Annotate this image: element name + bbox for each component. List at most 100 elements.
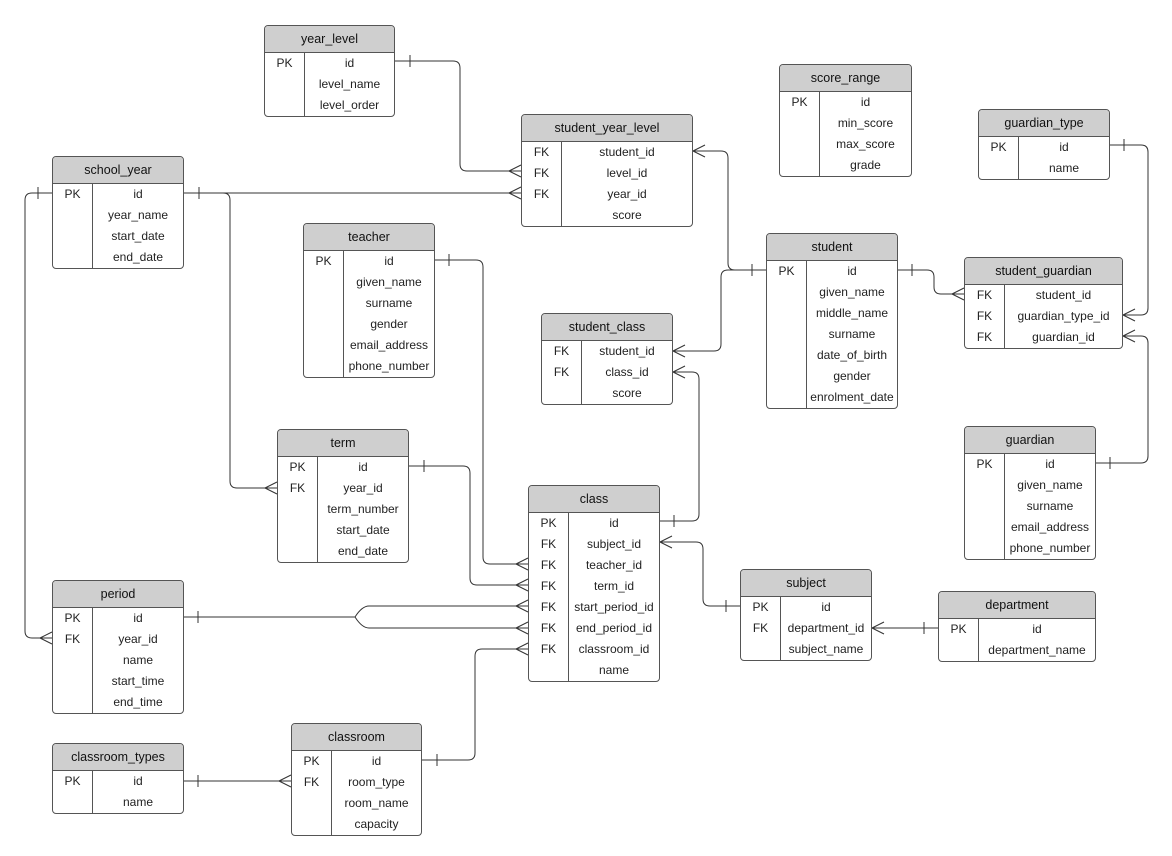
field-row[interactable]: name — [529, 660, 659, 681]
field-row[interactable]: surname — [304, 293, 434, 314]
key-column-divider — [741, 597, 781, 660]
field-name: score — [612, 386, 642, 400]
field-row[interactable]: phone_number — [965, 538, 1095, 559]
field-row[interactable]: surname — [965, 496, 1095, 517]
field-row[interactable]: max_score — [780, 134, 911, 155]
field-row[interactable]: capacity — [292, 814, 421, 835]
field-row[interactable]: grade — [780, 155, 911, 176]
field-row[interactable]: min_score — [780, 113, 911, 134]
field-row[interactable]: phone_number — [304, 356, 434, 377]
field-name: end_period_id — [575, 621, 653, 635]
field-row[interactable]: level_order — [265, 95, 394, 116]
field-row[interactable]: given_name — [965, 475, 1095, 496]
field-row[interactable]: name — [979, 158, 1109, 179]
field-row[interactable]: end_time — [53, 692, 183, 713]
field-key-badge: FK — [553, 344, 570, 358]
field-row[interactable]: level_name — [265, 74, 394, 95]
field-row[interactable]: date_of_birth — [767, 345, 897, 366]
field-row[interactable]: subject_name — [741, 639, 871, 660]
field-row[interactable]: start_date — [278, 520, 408, 541]
field-key-badge: FK — [752, 621, 769, 635]
field-row[interactable]: email_address — [304, 335, 434, 356]
field-row[interactable]: middle_name — [767, 303, 897, 324]
field-name: name — [122, 653, 154, 667]
field-name: name — [598, 663, 630, 677]
field-row[interactable]: name — [53, 650, 183, 671]
field-row[interactable]: surname — [767, 324, 897, 345]
field-name: student_id — [1035, 288, 1092, 302]
field-row[interactable]: gender — [767, 366, 897, 387]
field-row[interactable]: department_name — [939, 640, 1095, 661]
field-row[interactable]: year_name — [53, 205, 183, 226]
field-row[interactable]: start_time — [53, 671, 183, 692]
field-row[interactable]: room_name — [292, 793, 421, 814]
field-row[interactable]: email_address — [965, 517, 1095, 538]
field-row[interactable]: given_name — [767, 282, 897, 303]
field-row[interactable]: score — [542, 383, 672, 404]
entity-title: student — [767, 234, 897, 261]
relation-term-to-class — [409, 460, 529, 592]
field-row[interactable]: name — [53, 792, 183, 813]
field-row[interactable]: start_date — [53, 226, 183, 247]
field-row[interactable]: gender — [304, 314, 434, 335]
field-row[interactable]: end_date — [278, 541, 408, 562]
field-row[interactable]: given_name — [304, 272, 434, 293]
field-name: id — [609, 516, 619, 530]
field-row[interactable]: score — [522, 205, 692, 226]
entity-title: classroom — [292, 724, 421, 751]
field-row[interactable]: enrolment_date — [767, 387, 897, 408]
field-row[interactable]: end_date — [53, 247, 183, 268]
field-row[interactable]: term_number — [278, 499, 408, 520]
